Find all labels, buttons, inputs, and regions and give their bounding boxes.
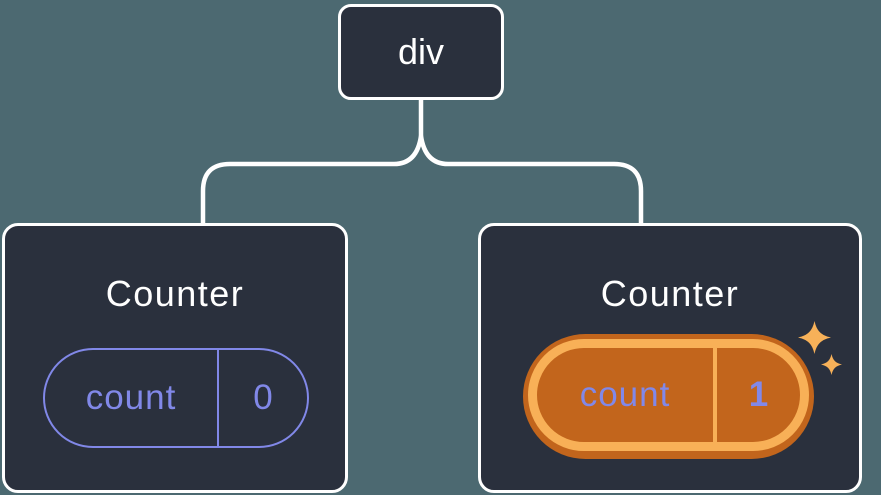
highlight-ring: count 1 [523, 334, 814, 459]
connector-right-branch [418, 135, 644, 223]
card-title: Counter [105, 273, 245, 314]
state-value-label: 0 [253, 378, 273, 417]
sparkle-large-icon [798, 321, 831, 354]
pill-divider [713, 348, 717, 442]
connector-left-branch [200, 135, 424, 223]
state-key-label: count [85, 378, 177, 417]
counter-card-left: Counter count 0 [2, 223, 348, 493]
card-title: Counter [600, 273, 740, 314]
state-pill: count 0 [43, 348, 309, 448]
state-value-label: 1 [748, 375, 769, 414]
state-pill-highlighted: count 1 [528, 339, 809, 451]
root-node: div [338, 4, 504, 100]
sparkle-small-icon [821, 354, 842, 375]
root-node-label: div [397, 31, 445, 72]
state-key-label: count [579, 375, 671, 414]
pill-divider [217, 350, 219, 446]
counter-card-right: Counter count 1 [478, 223, 862, 493]
